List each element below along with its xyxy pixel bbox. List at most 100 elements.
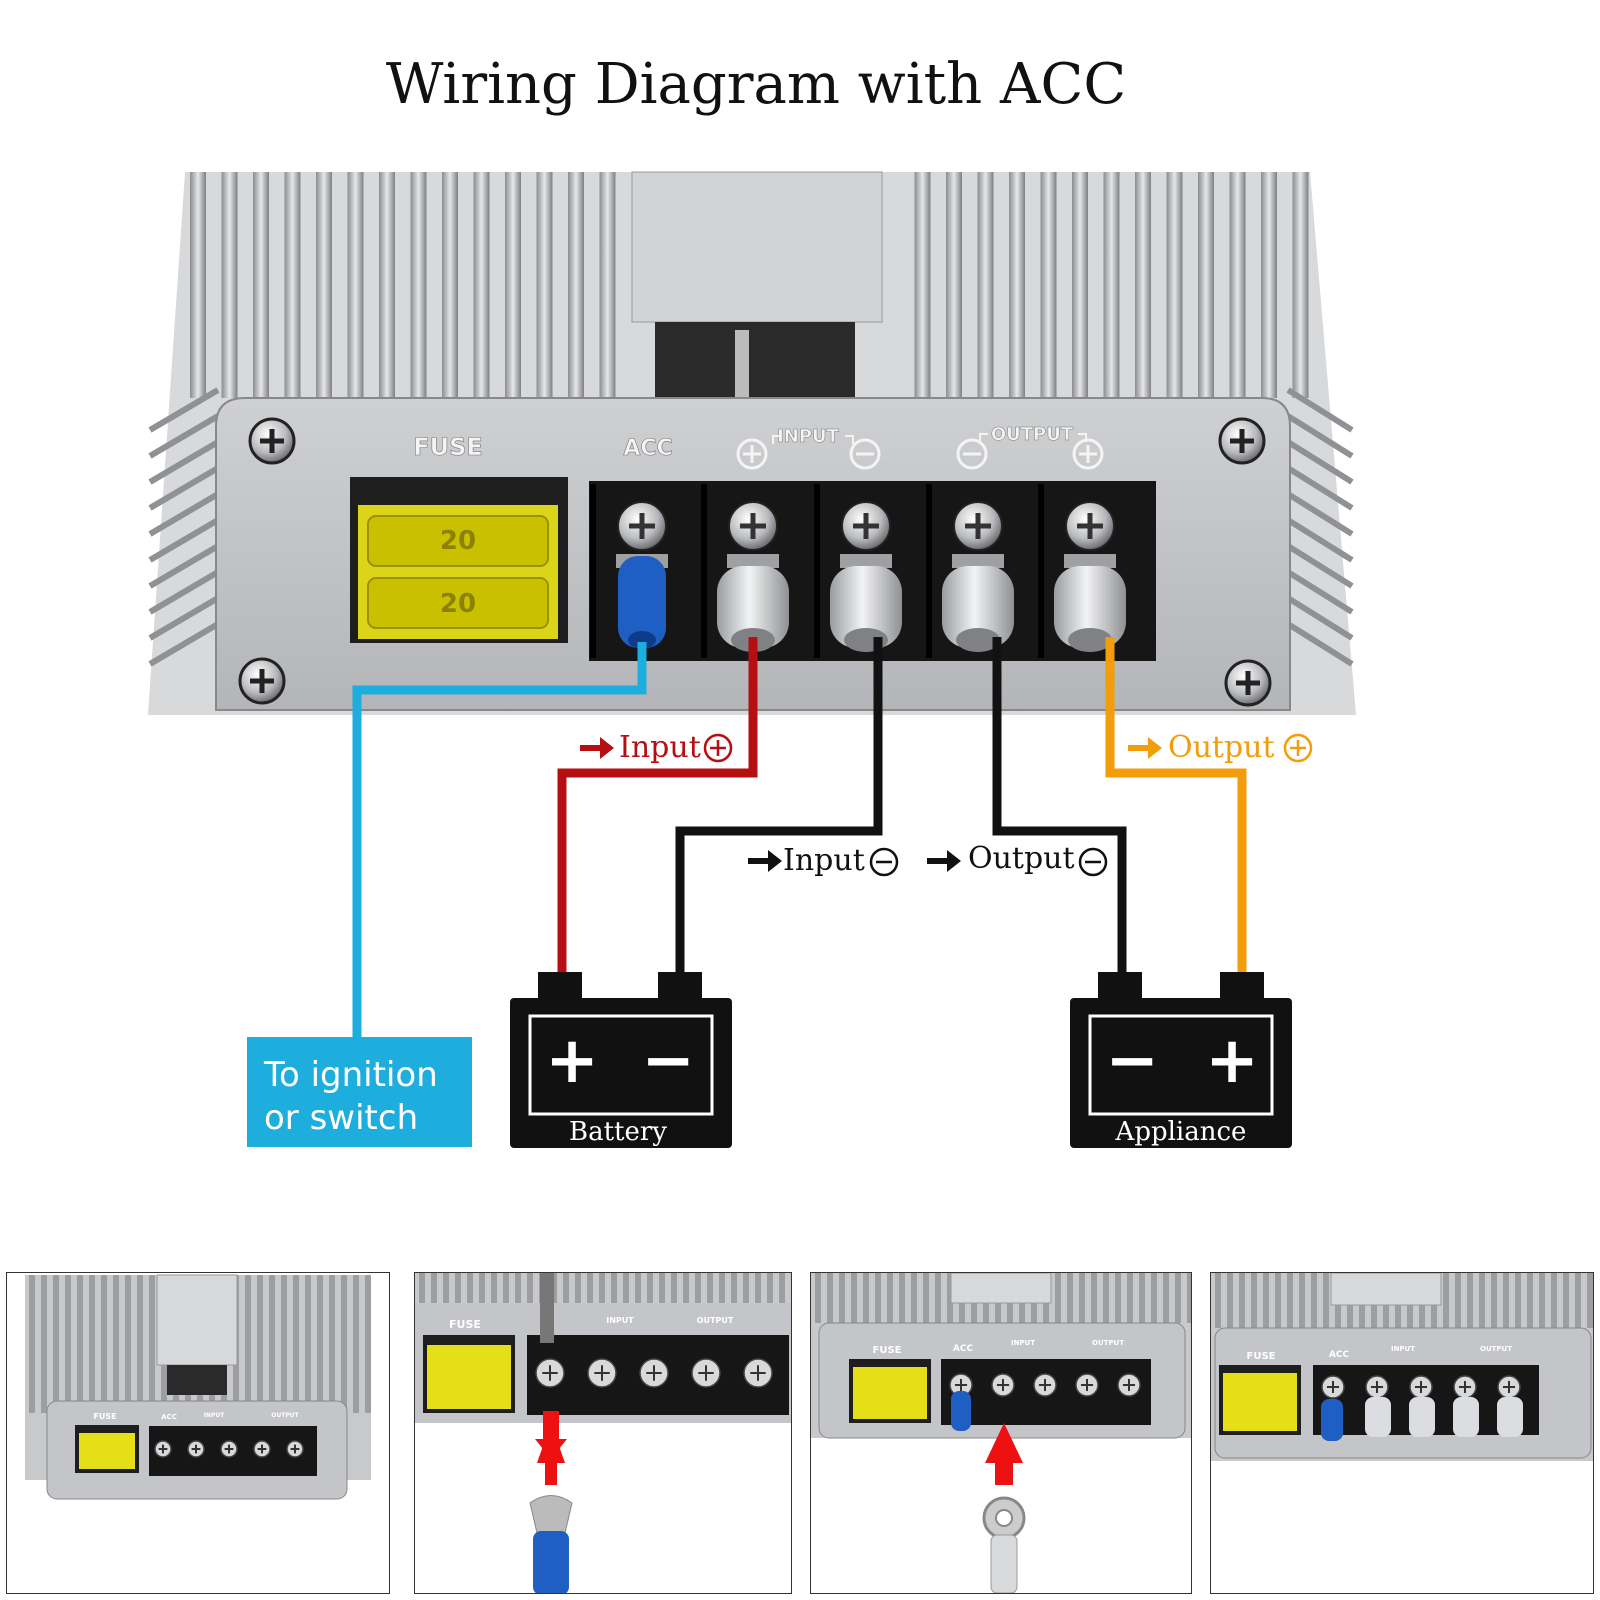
heatsink-fin: [1455, 1273, 1461, 1328]
thumb-fuse-label: FUSE: [449, 1318, 481, 1331]
terminal-screw-icon: [286, 1440, 304, 1458]
thumb-output-label: OUTPUT: [1480, 1345, 1512, 1353]
terminal-screw-icon: [617, 501, 667, 551]
heatsink-fin: [587, 1273, 593, 1303]
corner-screw-icon: [238, 657, 286, 705]
heatsink-fin: [599, 172, 616, 398]
heatsink-fin: [575, 1273, 581, 1303]
arrow-up-icon: [985, 1423, 1023, 1485]
heatsink-fin: [1187, 1273, 1191, 1323]
thumbnail-1[interactable]: FUSE ACC INPUT OUTPUT: [6, 1272, 390, 1594]
heatsink-fin: [1079, 1273, 1085, 1323]
heatsink-fin: [473, 172, 490, 398]
acc-wire: [352, 642, 647, 1040]
thumb-acc-label: ACC: [953, 1344, 974, 1354]
heatsink-fin: [599, 1273, 605, 1303]
heatsink-fin: [779, 1273, 785, 1303]
heatsink-fin: [1286, 543, 1354, 589]
heatsink-fin: [977, 172, 994, 398]
heatsink-fin: [1091, 1273, 1097, 1323]
thumbnail-4-svg: FUSE ACC INPUT OUTPUT: [1211, 1273, 1593, 1593]
battery-negative-sign: −: [641, 1024, 695, 1098]
heatsink-fin: [1286, 491, 1354, 537]
heatsink-fin: [89, 1275, 95, 1413]
heatsink-fin: [431, 1273, 437, 1303]
corner-screw-icon: [1218, 417, 1266, 465]
thumb-output-label: OUTPUT: [1092, 1339, 1124, 1347]
heatsink-fin: [305, 1275, 311, 1413]
input-negative-label-group: Input: [748, 843, 899, 878]
heatsink-fin: [443, 1273, 449, 1303]
thumbnail-4[interactable]: FUSE ACC INPUT OUTPUT: [1210, 1272, 1594, 1594]
heatsink-fin: [148, 543, 220, 589]
heatsink-fins: [148, 172, 1354, 667]
screwdriver: [540, 1273, 554, 1343]
heatsink-fin: [1299, 1273, 1305, 1328]
heatsink-fin: [221, 172, 238, 398]
heatsink-fin: [863, 1273, 869, 1323]
heatsink-fin: [1151, 1273, 1157, 1323]
heatsink-fin: [245, 1275, 251, 1413]
heatsink-fin: [683, 1273, 689, 1303]
heatsink-fin: [148, 413, 220, 459]
heatsink-fin: [623, 1273, 629, 1303]
terminal-screw-icon: [953, 501, 1003, 551]
heatsink-fin: [1323, 1273, 1329, 1328]
terminal-screw-icon: [841, 501, 891, 551]
center-channel: [655, 322, 855, 402]
heatsink-fin: [1286, 595, 1354, 641]
acc-label: ACC: [623, 436, 672, 461]
heatsink-fin: [190, 172, 206, 398]
ring-lug-terminal: [1054, 566, 1126, 652]
heatsink-fin: [379, 172, 395, 398]
thumbnail-2[interactable]: FUSE INPUT OUTPUT: [414, 1272, 792, 1594]
heatsink-fin: [815, 1273, 821, 1323]
terminal-screw-icon: [187, 1440, 205, 1458]
heatsink-fin: [647, 1273, 653, 1303]
fuse-holder: 20 20: [350, 477, 568, 643]
heatsink-fin: [827, 1273, 833, 1323]
terminal-screw-icon: [949, 1373, 973, 1397]
heatsink-fin: [1009, 172, 1025, 398]
heatsink-fin: [946, 172, 962, 398]
heatsink-fin: [365, 1275, 371, 1413]
terminal-screw-icon: [1065, 501, 1115, 551]
heatsink-fin: [1127, 1273, 1133, 1323]
heatsink-fin: [1175, 1273, 1181, 1323]
output-negative-wire: [992, 637, 1127, 985]
heatsink-fin: [77, 1275, 83, 1413]
thumbnail-3[interactable]: FUSE ACC INPUT OUTPUT: [810, 1272, 1192, 1594]
heatsink-fin: [491, 1273, 497, 1303]
ignition-switch-box: To ignition or switch: [247, 1037, 472, 1147]
heatsink-fin: [1527, 1273, 1533, 1328]
heatsink-fin: [479, 1273, 485, 1303]
terminal-screw-icon: [1033, 1373, 1057, 1397]
thumb-fuse-label: FUSE: [1247, 1351, 1276, 1362]
heatsink-fin: [125, 1275, 131, 1413]
heatsink-fin: [914, 172, 931, 398]
heatsink-fin: [148, 517, 220, 563]
heatsink-fin: [148, 439, 220, 485]
heatsink-fin: [53, 1275, 59, 1413]
heatsink-fin: [1103, 172, 1120, 398]
page-title: Wiring Diagram with ACC: [385, 52, 1127, 117]
heatsink-fin: [410, 172, 427, 398]
terminal-screw-icon: [1365, 1375, 1389, 1399]
output-label: OUTPUT: [991, 424, 1074, 445]
heatsink-fin: [137, 1275, 143, 1413]
heatsink-fin: [467, 1273, 473, 1303]
heatsink-fin: [536, 172, 553, 398]
heatsink-fin: [503, 1273, 509, 1303]
heatsink-fin: [455, 1273, 461, 1303]
terminal-screw-icon: [154, 1440, 172, 1458]
output-positive-label: Output: [1168, 730, 1275, 765]
output-negative-label: Output: [968, 841, 1075, 876]
spade-terminal: [529, 1495, 573, 1534]
terminal-screw-icon: [1117, 1373, 1141, 1397]
thumb-acc-label: ACC: [161, 1413, 177, 1421]
input-label: INPUT: [777, 426, 840, 447]
heatsink-fin: [148, 569, 220, 615]
heatsink-fin: [353, 1275, 359, 1413]
heatsink-fin: [743, 1273, 749, 1303]
input-positive-label: Input: [619, 730, 701, 765]
